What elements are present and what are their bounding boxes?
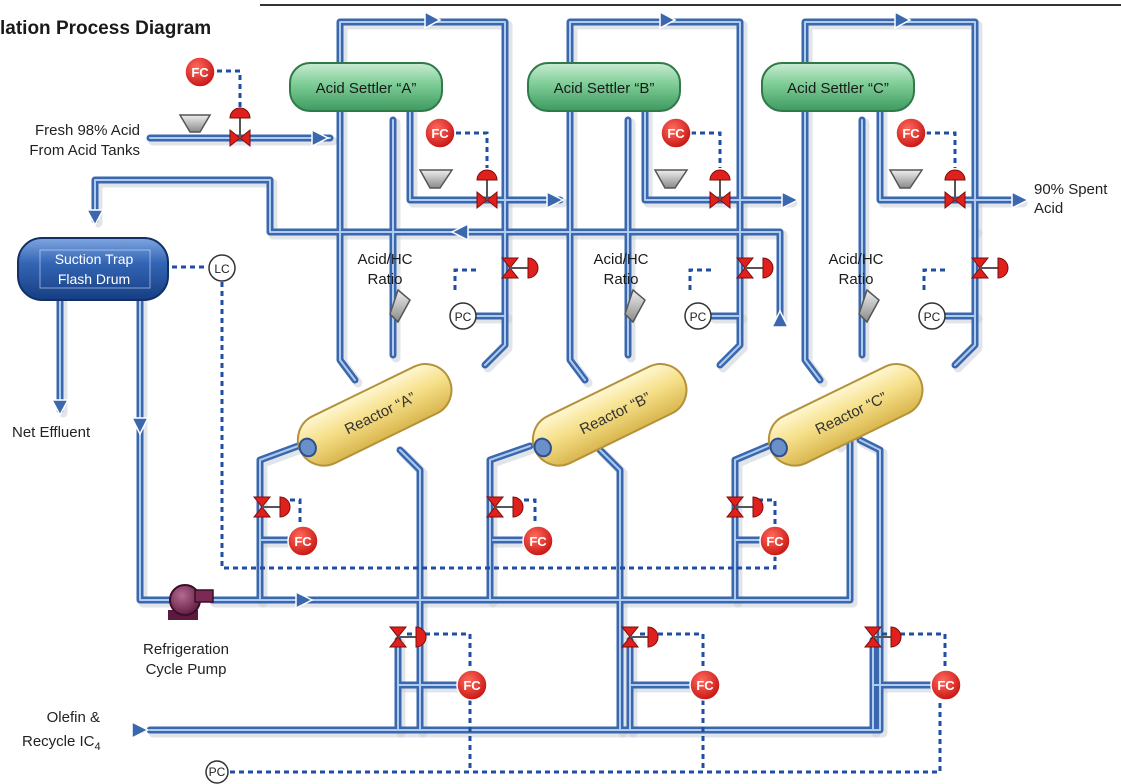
settler-c-label: Acid Settler “C” (787, 80, 889, 97)
suction-trap-flash-drum: Suction Trap Flash Drum (17, 237, 169, 301)
settler-b: Acid Settler “B” (527, 62, 681, 112)
spent-acid-label-line2: Acid (1034, 200, 1063, 217)
pc-controller: PC (684, 302, 712, 330)
svg-text:FC: FC (902, 126, 920, 141)
flow-meter-icon (653, 169, 689, 189)
control-valve (735, 257, 774, 279)
svg-text:PC: PC (924, 310, 941, 324)
control-valve (709, 169, 731, 210)
svg-text:LC: LC (214, 262, 230, 276)
ratio-meter-icon (858, 288, 880, 324)
svg-text:PC: PC (690, 310, 707, 324)
fc-controller: FC (522, 525, 554, 557)
reactor-a: Reactor “A” (296, 363, 453, 467)
flow-arrow (131, 720, 150, 740)
ratio-c-label-line2: Ratio (838, 271, 873, 288)
ratio-b-label-line2: Ratio (603, 271, 638, 288)
control-valve (970, 257, 1009, 279)
ratio-meter-icon (624, 288, 646, 324)
drum-label-line1: Suction Trap (55, 251, 134, 267)
flow-meter-icon (418, 169, 454, 189)
olefin-label-line1: Olefin & (47, 709, 100, 726)
ratio-a-label-line1: Acid/HC (357, 251, 412, 268)
flow-arrow (311, 128, 330, 148)
fc-controller: FC (930, 669, 962, 701)
flow-arrow (85, 209, 105, 227)
ratio-b-label-line1: Acid/HC (593, 251, 648, 268)
spent-acid-label-line1: 90% Spent (1034, 181, 1108, 198)
pc-controller: PC (449, 302, 477, 330)
svg-text:PC: PC (455, 310, 472, 324)
fc-controllers: FC FC FC FC FC FC FC FC FC FC (184, 56, 962, 701)
control-valve (944, 169, 966, 210)
control-valve (485, 496, 524, 518)
pc-controller: PC (918, 302, 946, 330)
flow-arrow (130, 417, 150, 436)
flow-arrow (546, 190, 565, 210)
flow-arrow (450, 222, 469, 242)
flow-meter-icon (888, 169, 924, 189)
control-valve (476, 169, 498, 210)
svg-text:FC: FC (463, 678, 481, 693)
flow-arrows (50, 10, 1030, 740)
fc-controller: FC (184, 56, 216, 88)
ratio-c-label-line1: Acid/HC (828, 251, 883, 268)
control-valve (388, 626, 427, 648)
svg-text:FC: FC (294, 534, 312, 549)
control-valve (620, 626, 659, 648)
control-valve (252, 496, 291, 518)
pump-label-line2: Cycle Pump (146, 661, 227, 678)
drum-label-line2: Flash Drum (58, 271, 130, 287)
svg-text:FC: FC (937, 678, 955, 693)
flow-arrow (781, 190, 800, 210)
svg-text:PC: PC (209, 765, 226, 779)
reactor-c: Reactor “C” (767, 363, 924, 467)
svg-text:FC: FC (431, 126, 449, 141)
fc-controller: FC (689, 669, 721, 701)
svg-text:FC: FC (191, 65, 209, 80)
flow-meter-icon (178, 114, 212, 133)
svg-text:FC: FC (667, 126, 685, 141)
settler-a: Acid Settler “A” (289, 62, 443, 112)
svg-text:FC: FC (696, 678, 714, 693)
flow-arrow (295, 590, 314, 610)
lc-controller: LC (208, 254, 236, 282)
pc-controller: PC (205, 760, 229, 784)
control-valves (229, 107, 1009, 648)
flow-arrow (424, 10, 442, 30)
diagram-title: lation Process Diagram (0, 18, 211, 39)
fc-controller: FC (456, 669, 488, 701)
svg-text:FC: FC (766, 534, 784, 549)
control-valve (863, 626, 902, 648)
svg-text:FC: FC (529, 534, 547, 549)
flow-arrow (770, 309, 790, 328)
fc-controller: FC (895, 117, 927, 149)
control-valve (229, 107, 251, 148)
ratio-meter-icon (389, 288, 411, 324)
flow-arrow (659, 10, 677, 30)
flow-arrow (1011, 190, 1030, 210)
ratio-a-label-line2: Ratio (367, 271, 402, 288)
pc-controllers: PC PC PC PC (205, 302, 946, 784)
fc-controller: FC (759, 525, 791, 557)
fc-controller: FC (424, 117, 456, 149)
fc-controller: FC (660, 117, 692, 149)
flow-meters (178, 114, 924, 324)
net-effluent-label: Net Effluent (12, 424, 91, 441)
fresh-acid-label-line2: From Acid Tanks (29, 142, 140, 159)
control-valve (725, 496, 764, 518)
fc-controller: FC (287, 525, 319, 557)
olefin-label-line2: Recycle IC4 (22, 733, 101, 753)
settler-a-label: Acid Settler “A” (316, 80, 417, 97)
signal-lines (172, 69, 957, 774)
settler-c: Acid Settler “C” (761, 62, 915, 112)
flow-arrow (894, 10, 912, 30)
pump-label-line1: Refrigeration (143, 641, 229, 658)
fresh-acid-label-line1: Fresh 98% Acid (35, 122, 140, 139)
control-valve (500, 257, 539, 279)
refrigeration-pump (168, 584, 214, 620)
flow-arrow (50, 399, 70, 417)
settler-b-label: Acid Settler “B” (554, 80, 655, 97)
